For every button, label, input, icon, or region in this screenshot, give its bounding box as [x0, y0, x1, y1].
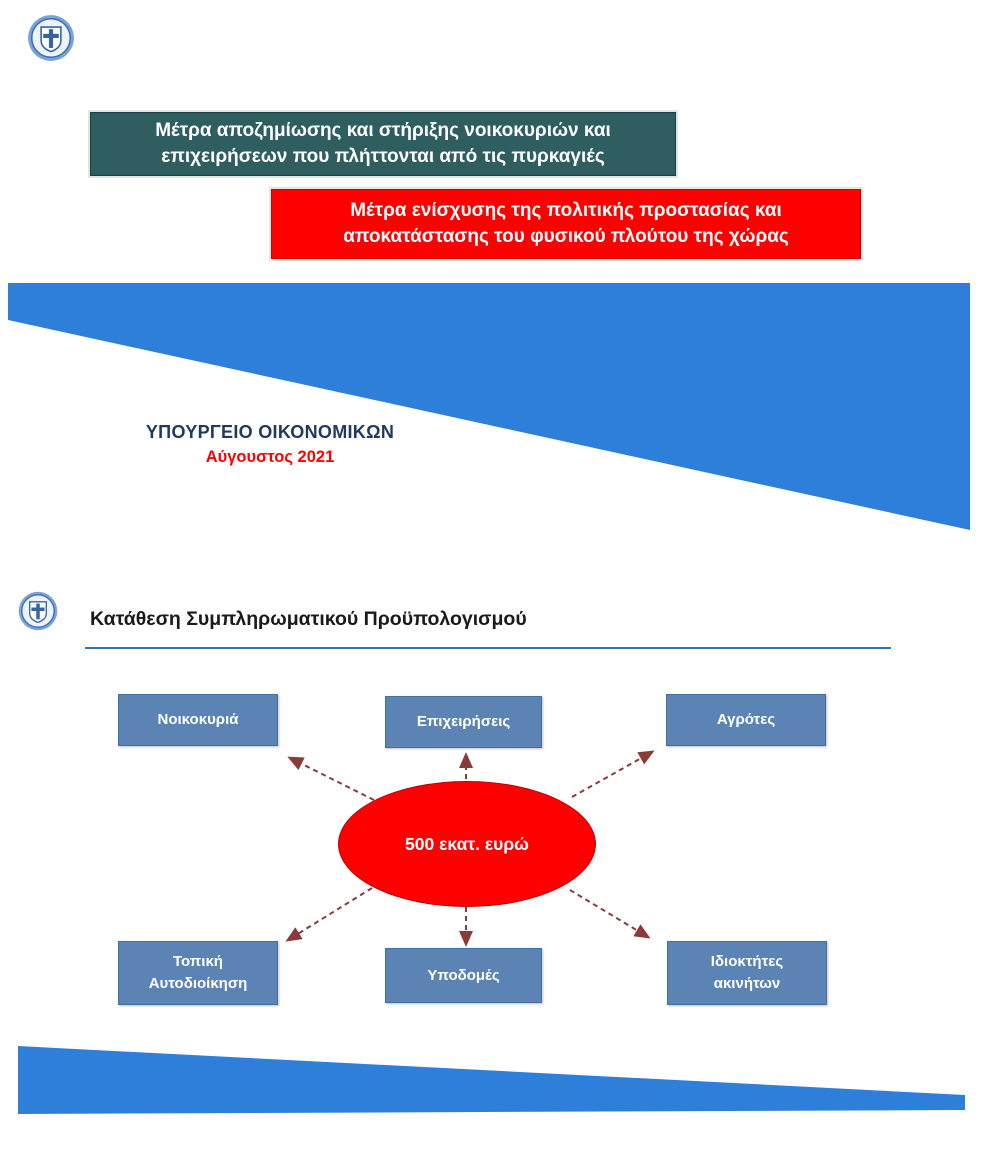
- slide2-title: Κατάθεση Συμπληρωματικού Προϋπολογισμού: [90, 608, 527, 630]
- ministry-date: Αύγουστος 2021: [205, 448, 335, 466]
- node-label: Τοπική Αυτοδιοίκηση: [148, 953, 248, 992]
- diagram-arrows: [285, 750, 655, 947]
- node-label: Ιδιοκτήτες ακινήτων: [710, 953, 784, 992]
- node-local-government: Τοπική Αυτοδιοίκηση: [118, 941, 278, 1005]
- title-underline: [85, 647, 891, 649]
- greek-emblem-icon: [28, 15, 74, 61]
- center-amount-label: 500 εκατ. ευρώ: [405, 833, 529, 854]
- ministry-name: ΥΠΟΥΡΓΕΙΟ ΟΙΚΟΝΟΜΙΚΩΝ: [145, 422, 395, 442]
- node-property-owners: Ιδιοκτήτες ακινήτων: [667, 941, 827, 1005]
- node-infrastructure: Υποδομές: [385, 948, 542, 1003]
- node-label: Υποδομές: [427, 966, 500, 984]
- node-households: Νοικοκυριά: [118, 694, 278, 746]
- red-banner-text: Μέτρα ενίσχυσης της πολιτικής προστασίας…: [343, 200, 789, 247]
- blue-wedge-top: [8, 283, 970, 530]
- node-label: Νοικοκυριά: [157, 711, 239, 729]
- teal-banner-text: Μέτρα αποζημίωσης και στήριξης νοικοκυρι…: [155, 120, 611, 167]
- center-amount-ellipse: 500 εκατ. ευρώ: [338, 781, 596, 907]
- node-label: Επιχειρήσεις: [416, 713, 511, 731]
- node-farmers: Αγρότες: [666, 694, 826, 746]
- ministry-block: ΥΠΟΥΡΓΕΙΟ ΟΙΚΟΝΟΜΙΚΩΝ Αύγουστος 2021: [105, 422, 435, 467]
- teal-banner: Μέτρα αποζημίωσης και στήριξης νοικοκυρι…: [90, 112, 676, 176]
- blue-wedge-bottom: [18, 1046, 965, 1114]
- node-label: Αγρότες: [716, 711, 776, 729]
- red-banner: Μέτρα ενίσχυσης της πολιτικής προστασίας…: [271, 189, 861, 259]
- node-businesses: Επιχειρήσεις: [385, 696, 542, 748]
- greek-emblem-icon-small: [18, 591, 58, 631]
